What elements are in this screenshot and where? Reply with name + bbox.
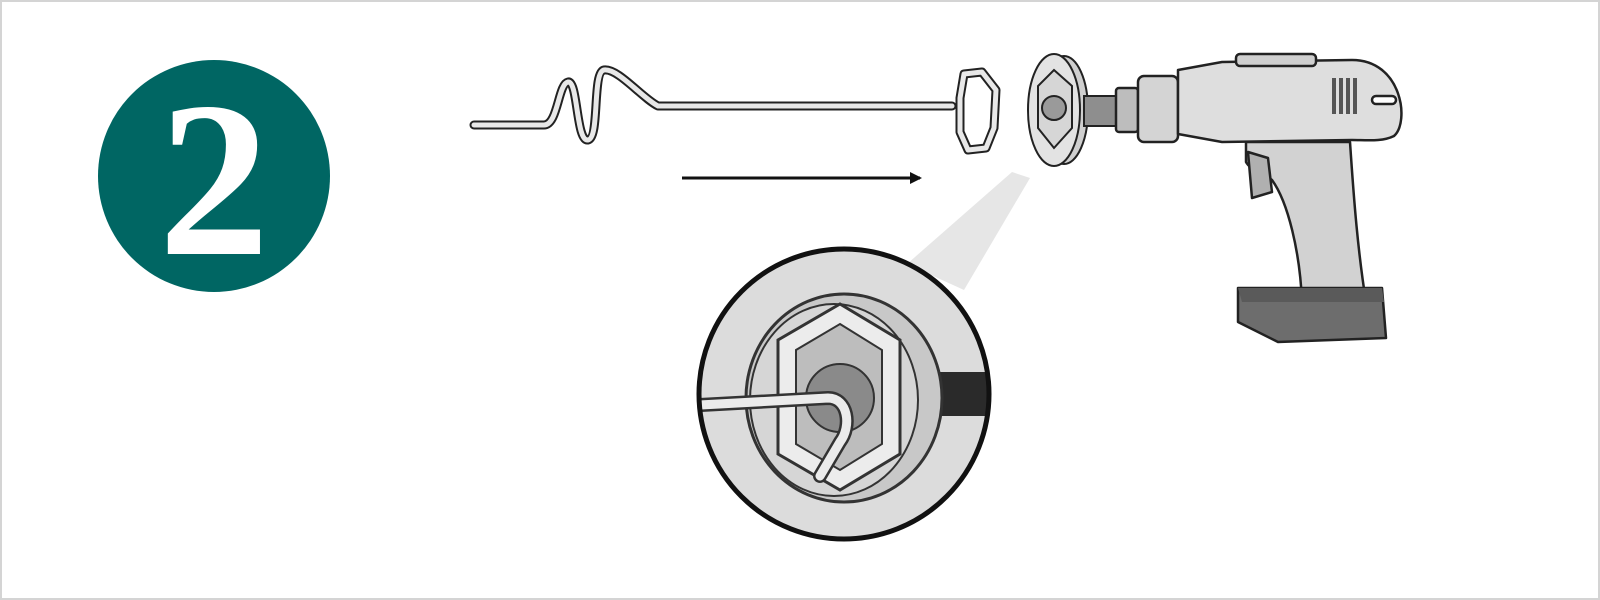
cordless-drill: [1114, 52, 1403, 344]
drill-body: [1176, 58, 1403, 144]
inset-frame: [696, 246, 992, 542]
magnified-inset: [696, 246, 992, 542]
step-badge: 2: [98, 57, 330, 303]
vent-slots: [1332, 78, 1357, 114]
drill-trigger: [1246, 150, 1274, 200]
step-badge-circle: [98, 60, 330, 292]
drill-chuck: [1114, 86, 1140, 134]
step-number: 2: [159, 57, 270, 303]
magnifier-cone: [907, 172, 1030, 290]
hex-chuck-adapter: [1027, 53, 1129, 167]
mixing-paddle: [469, 65, 1001, 155]
